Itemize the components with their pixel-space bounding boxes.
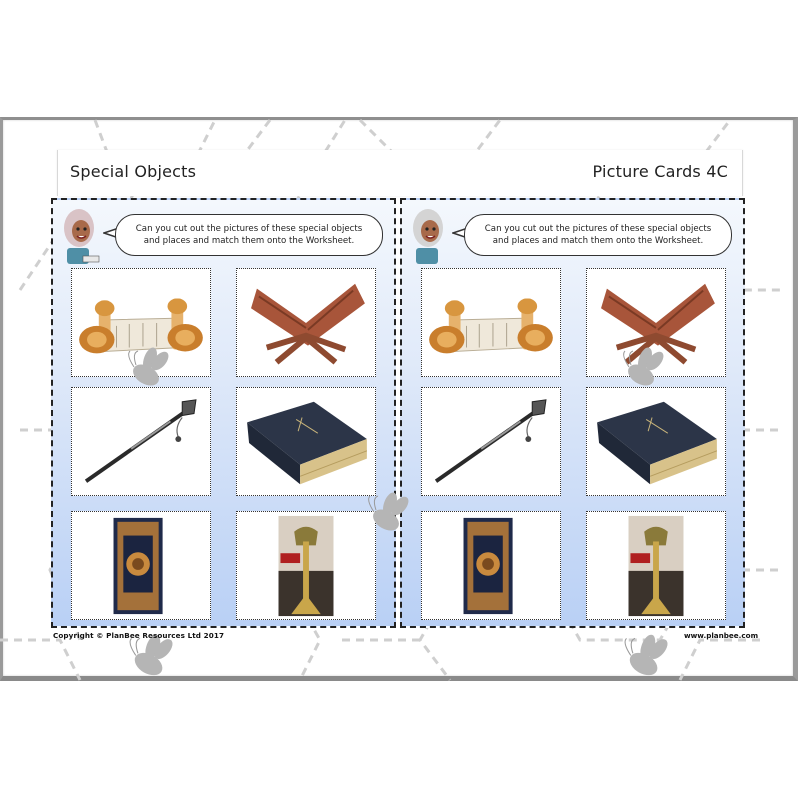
picture-card-bible[interactable] xyxy=(586,387,726,496)
picture-card-torah-scroll[interactable] xyxy=(71,268,211,377)
torah-scroll-icon xyxy=(429,298,553,354)
picture-card-quran-stand[interactable] xyxy=(586,268,726,377)
avatar-girl-hijab-icon xyxy=(413,209,443,264)
instruction-line-2: and places and match them onto the Works… xyxy=(492,236,704,246)
picture-card-quran[interactable] xyxy=(421,511,561,620)
picture-card-torah-scroll[interactable] xyxy=(421,268,561,377)
picture-card-lectern[interactable] xyxy=(586,511,726,620)
quran-stand-icon xyxy=(601,283,715,365)
picture-card-yad-pointer[interactable] xyxy=(421,387,561,496)
worksheet-title: Special Objects xyxy=(70,162,197,181)
instruction-line-2: and places and match them onto the Works… xyxy=(143,236,355,246)
avatar-girl-hijab-icon xyxy=(64,209,100,264)
lectern-icon xyxy=(628,515,684,617)
speech-bubble-instructions: Can you cut out the pictures of these sp… xyxy=(115,214,383,256)
instruction-line-1: Can you cut out the pictures of these sp… xyxy=(484,224,712,234)
quran-book-icon xyxy=(113,517,163,615)
copyright-notice: Copyright © PlanBee Resources Ltd 2017 xyxy=(53,631,225,640)
picture-cards-panel-left: Can you cut out the pictures of these sp… xyxy=(51,198,396,628)
worksheet-subtitle: Picture Cards 4C xyxy=(592,162,728,181)
picture-cards-panel-right: Can you cut out the pictures of these sp… xyxy=(400,198,745,628)
torah-scroll-icon xyxy=(79,298,203,354)
speech-bubble-instructions: Can you cut out the pictures of these sp… xyxy=(464,214,732,256)
picture-card-quran[interactable] xyxy=(71,511,211,620)
website-link[interactable]: www.planbee.com xyxy=(684,631,759,640)
picture-card-lectern[interactable] xyxy=(236,511,376,620)
bible-book-icon xyxy=(597,401,718,485)
picture-card-yad-pointer[interactable] xyxy=(71,387,211,496)
quran-book-icon xyxy=(463,517,513,615)
yad-pointer-icon xyxy=(84,399,197,483)
picture-card-quran-stand[interactable] xyxy=(236,268,376,377)
quran-stand-icon xyxy=(251,283,365,365)
worksheet-header: Special Objects Picture Cards 4C xyxy=(57,150,743,196)
bible-book-icon xyxy=(247,401,368,485)
yad-pointer-icon xyxy=(434,399,547,483)
instruction-line-1: Can you cut out the pictures of these sp… xyxy=(135,224,363,234)
lectern-icon xyxy=(278,515,334,617)
picture-card-bible[interactable] xyxy=(236,387,376,496)
